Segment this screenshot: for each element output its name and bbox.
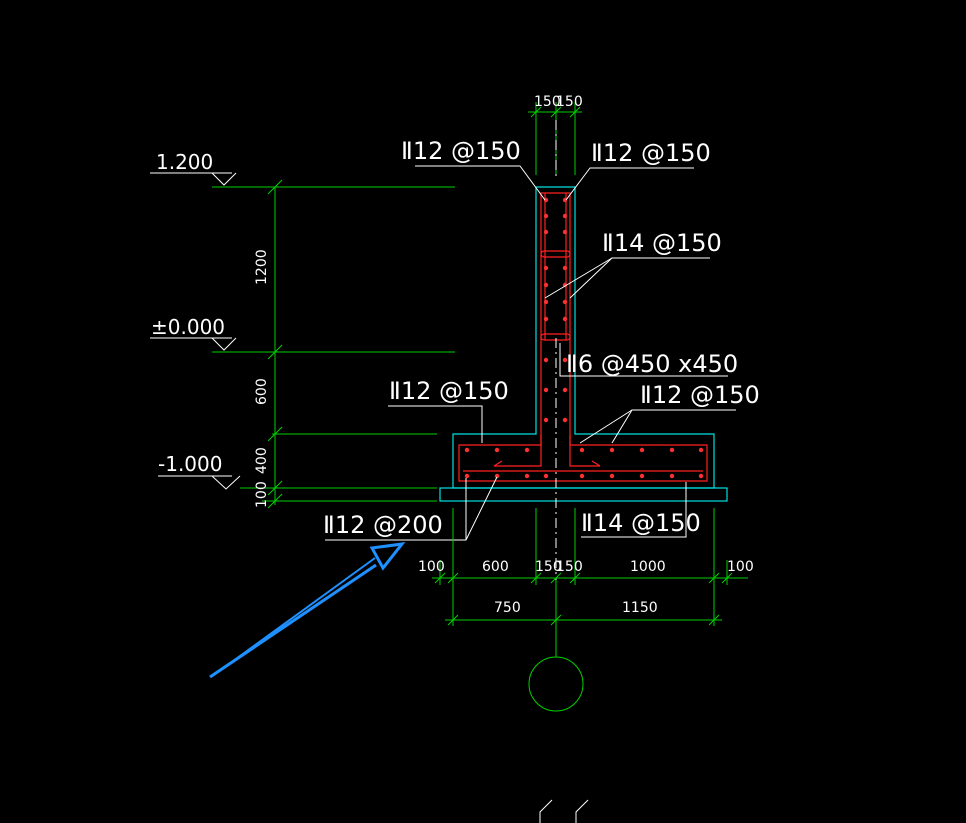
level-marker-ground: ±0.000 <box>150 315 455 353</box>
level-marker-bottom: -1.000 <box>158 452 241 490</box>
label-base-bottom-right: Ⅱ14 @150 <box>581 509 701 537</box>
dim-wall-left: 150 <box>535 559 562 575</box>
dim-wall-height: 1200 <box>254 249 270 285</box>
label-tie: Ⅱ6 @450 x450 <box>566 350 738 378</box>
dim-toe: 1000 <box>630 559 666 575</box>
dim-top-right: 150 <box>556 94 583 110</box>
label-base-top-right: Ⅱ12 @150 <box>640 381 760 409</box>
dim-cushion: 100 <box>254 481 270 508</box>
dim-right-edge: 100 <box>727 559 754 575</box>
vertical-dimension-chain: 1200 600 400 100 <box>240 179 437 509</box>
concrete-outline <box>439 186 728 502</box>
dim-buried: 600 <box>254 378 270 405</box>
dim-left-edge: 100 <box>418 559 445 575</box>
level-ground-label: ±0.000 <box>151 315 225 339</box>
axis-bubble <box>528 656 584 712</box>
dim-heel: 600 <box>482 559 509 575</box>
bottom-dimension-row1: 100 600 150 150 1000 100 <box>418 508 754 626</box>
label-base-bottom-left: Ⅱ12 @200 <box>323 511 443 539</box>
level-marker-top: 1.200 <box>150 150 455 188</box>
bottom-dimension-row2: 750 1150 <box>445 600 722 626</box>
section-mark-fragment <box>539 799 589 823</box>
level-top-label: 1.200 <box>156 150 213 174</box>
label-wall-vertical-left: Ⅱ12 @150 <box>401 137 521 165</box>
rebar-dots <box>464 197 704 479</box>
label-wall-vertical-right: Ⅱ12 @150 <box>591 139 711 167</box>
top-dimension: 150 150 <box>528 94 583 175</box>
dim-base-thick: 400 <box>254 447 270 474</box>
center-axis <box>528 120 584 712</box>
dim-left-total: 750 <box>494 600 521 616</box>
label-wall-horizontal: Ⅱ14 @150 <box>602 229 722 257</box>
rebar-annotations: Ⅱ12 @150 Ⅱ12 @150 Ⅱ14 @150 Ⅱ6 @450 x450 … <box>323 137 760 541</box>
annotation-arrow <box>209 542 406 679</box>
label-base-top-left: Ⅱ12 @150 <box>389 377 509 405</box>
dim-wall-right: 150 <box>556 559 583 575</box>
level-bottom-label: -1.000 <box>158 452 222 476</box>
dim-right-total: 1150 <box>622 600 658 616</box>
dim-top-left: 150 <box>534 94 561 110</box>
